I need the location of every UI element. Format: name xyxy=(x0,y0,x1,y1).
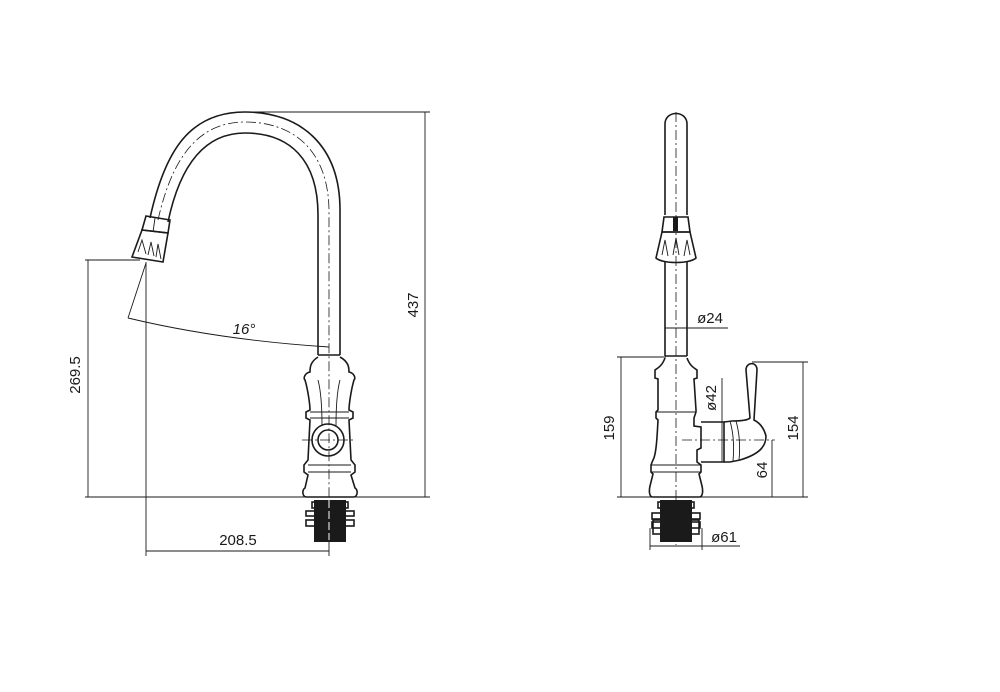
spout-inner-edge xyxy=(167,132,319,355)
dimension-body-height: 159 xyxy=(601,356,666,497)
dim-64-label: 64 xyxy=(754,462,771,479)
dimension-spout-diameter: ø24 xyxy=(665,310,728,329)
dim-269-5-label: 269.5 xyxy=(67,356,84,394)
dimension-spout-height: 269.5 xyxy=(67,259,140,497)
dimension-base-diameter: ø61 xyxy=(649,528,740,550)
spray-nozzle xyxy=(130,215,171,263)
dim-phi61-label: ø61 xyxy=(711,529,737,546)
side-view: 437 269.5 208.5 16° xyxy=(67,111,430,556)
lever-handle xyxy=(682,362,775,463)
dim-159-label: 159 xyxy=(601,415,618,440)
dim-phi42-label: ø42 xyxy=(703,385,720,411)
dimension-total-height: 437 xyxy=(245,111,430,497)
dim-16-deg-label: 16° xyxy=(233,321,256,338)
dim-437-label: 437 xyxy=(405,292,422,317)
faucet-body xyxy=(302,354,358,498)
dim-154-label: 154 xyxy=(785,415,802,440)
spout-centerline xyxy=(157,121,330,540)
handle-stub xyxy=(701,421,725,463)
dimension-spout-reach: 208.5 xyxy=(145,262,330,556)
faucet-body-front xyxy=(648,355,725,498)
dimension-handle-axis: 64 xyxy=(754,440,773,497)
mounting-thread-front xyxy=(651,500,701,542)
dimension-swivel-angle: 16° xyxy=(127,262,330,348)
dimension-handle-height: 154 xyxy=(752,361,808,497)
dim-phi24-label: ø24 xyxy=(697,310,723,327)
dim-208-5-label: 208.5 xyxy=(219,532,257,549)
front-view: 159 154 64 ø42 ø24 ø61 xyxy=(601,112,808,550)
mounting-thread xyxy=(305,500,355,542)
spout-outer-edge xyxy=(149,111,341,355)
dimension-handle-diameter: ø42 xyxy=(703,378,723,462)
spray-nozzle-front xyxy=(655,216,697,264)
